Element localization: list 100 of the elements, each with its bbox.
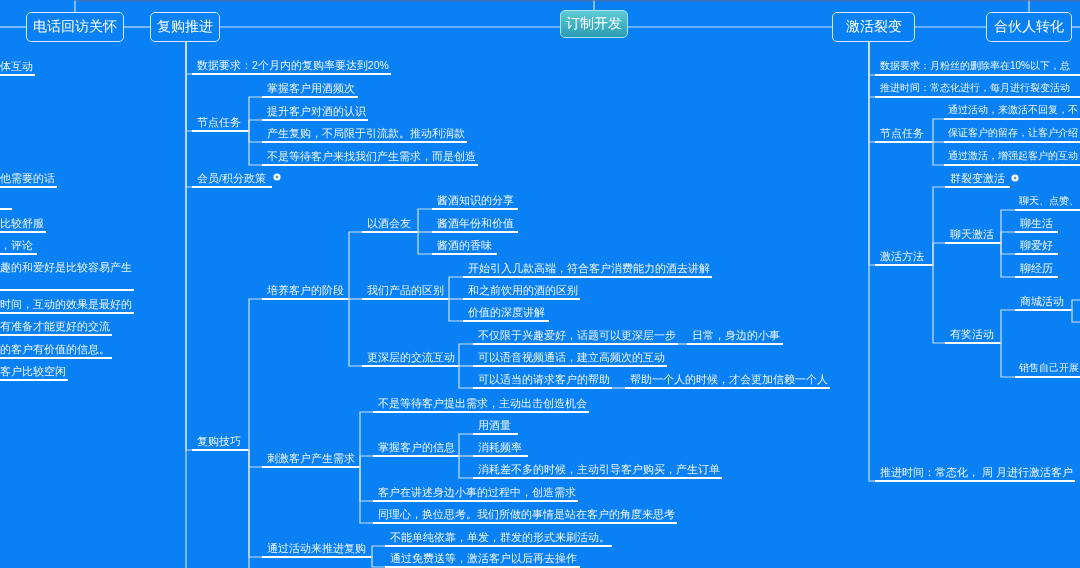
- underlined-text: 时间，互动的效果是最好的: [0, 296, 134, 314]
- underlined-topic: [944, 148, 1080, 166]
- topic-text: 激活方法: [880, 249, 924, 264]
- connector-line: [457, 455, 474, 457]
- underlined-topic: [463, 282, 580, 300]
- topic-text: 有奖活动: [950, 327, 994, 342]
- underlined-text: 体互动: [0, 58, 35, 76]
- underlined-topic: [373, 506, 677, 524]
- connector-line: [447, 276, 464, 300]
- topic-text: 培养客户的阶段: [267, 283, 344, 298]
- underlined-topic: [373, 395, 589, 413]
- underlined-topic: [192, 433, 248, 451]
- topic-text: 提升客户对酒的认识: [267, 104, 366, 119]
- underlined-topic: [262, 148, 478, 166]
- connector-line: [1071, 26, 1080, 28]
- topic-title: 复购推进: [157, 19, 213, 35]
- connector-line: [1070, 309, 1080, 323]
- connector-line: [358, 466, 374, 524]
- topic-text: 消耗频率: [478, 440, 522, 455]
- underlined-topic: [1015, 237, 1058, 255]
- topic-text: 可以适当的请求客户的帮助: [478, 372, 610, 387]
- connector-line: [999, 242, 1016, 278]
- underlined-topic: [875, 248, 932, 266]
- connector-line: [677, 343, 688, 345]
- underlined-text: 他需要的话: [0, 170, 57, 188]
- topic-text: 刺激客户产生需求: [267, 451, 355, 466]
- topic-text: 节点任务: [880, 126, 924, 141]
- connector-line: [914, 26, 987, 28]
- topic-text: 我们产品的区别: [367, 283, 444, 298]
- connector-line: [447, 298, 464, 322]
- topic-text: 聊天激活: [950, 227, 994, 242]
- topic-text: 聊爱好: [1020, 238, 1053, 253]
- topic-text: 酱酒年份和价值: [437, 216, 514, 231]
- connector-line: [931, 118, 945, 143]
- topic-text: 数据要求：2个月内的复购率要达到20%: [197, 58, 389, 73]
- connector-line: [931, 264, 946, 344]
- underlined-topic: [373, 439, 458, 457]
- underlined-topic: [875, 464, 1075, 482]
- underlined-topic: [362, 282, 448, 300]
- underlined-topic: [875, 125, 932, 143]
- topic-text: 掌握客户的信息: [378, 440, 455, 455]
- connector-line: [123, 26, 151, 28]
- topic-text: 更深层的交流互动: [367, 350, 455, 365]
- topic-text: 和之前饮用的酒的区别: [468, 283, 578, 298]
- underlined-topic: [262, 103, 368, 121]
- underlined-topic: [463, 304, 549, 322]
- underlined-text: 趣的和爱好是比较容易产生: [0, 259, 134, 291]
- underlined-topic: [473, 461, 722, 479]
- topic-text: 酱酒知识的分享: [437, 193, 514, 208]
- connector-line: [370, 545, 386, 558]
- underlined-topic: [473, 327, 678, 345]
- topic-text: 通过激活，增强起客户的互动: [948, 149, 1078, 163]
- underlined-topic: [362, 349, 458, 367]
- underlined-topic: [373, 484, 578, 502]
- underlined-topic: [262, 540, 371, 558]
- underlined-topic: [262, 450, 359, 468]
- connector-line: [416, 208, 433, 233]
- connector-line: [1070, 299, 1080, 311]
- topic-text: 数据要求：月粉丝的删除率在10%以下，总: [880, 59, 1070, 73]
- topic-text: 保证客户的留存，让客户介绍: [948, 126, 1078, 140]
- topic-text: 用酒量: [478, 418, 511, 433]
- topic-box: [832, 12, 915, 42]
- topic-text: 聊生活: [1020, 216, 1053, 231]
- topic-title: 激活裂变: [845, 19, 902, 35]
- topic-text: 群裂变激活: [950, 171, 1005, 186]
- topic-box: [26, 12, 124, 42]
- topic-text: 不仅限于兴趣爱好，话题可以更深层一步: [478, 328, 676, 343]
- underlined-text: 客户比较空闲: [0, 363, 68, 381]
- underlined-topic: [385, 529, 612, 547]
- underlined-topic: [362, 215, 417, 233]
- underlined-topic: [385, 550, 580, 568]
- underlined-topic: [192, 57, 391, 75]
- topic-text: 不是等待客户提出需求，主动出击创造机会: [378, 396, 587, 411]
- underlined-topic: [473, 371, 612, 389]
- underlined-topic: [1015, 193, 1080, 211]
- connector-line: [247, 119, 263, 132]
- connector-line: [593, 0, 595, 11]
- underlined-topic: [192, 170, 272, 188]
- topic-text: 通过活动，来激活不回复，不: [948, 103, 1078, 117]
- underlined-topic: [432, 192, 518, 210]
- underlined-topic: [262, 80, 358, 98]
- topic-text: 客户在讲述身边小事的过程中，创造需求: [378, 485, 576, 500]
- connector-line: [0, 26, 27, 28]
- topic-text: 开始引入几款高端，符合客户消费能力的酒去讲解: [468, 261, 710, 276]
- connector-line: [931, 141, 945, 143]
- topic-box: [986, 12, 1072, 42]
- connector-line: [457, 365, 474, 389]
- topic-text: 价值的深度讲解: [468, 305, 545, 320]
- underlined-topic: [1015, 260, 1058, 278]
- connector-line: [347, 298, 363, 300]
- highlighted-topic-box: [560, 10, 628, 38]
- connector-line: [457, 365, 474, 367]
- underlined-topic: [875, 80, 1080, 98]
- topic-title: 电话回访关怀: [33, 19, 117, 35]
- connector-line: [347, 298, 363, 367]
- connector-line: [457, 433, 474, 457]
- connector-line: [416, 231, 433, 233]
- underlined-topic: [625, 371, 830, 389]
- topic-text: 帮助一个人的时候，才会更加信赖一个人: [630, 372, 828, 387]
- underlined-topic: [945, 226, 1000, 244]
